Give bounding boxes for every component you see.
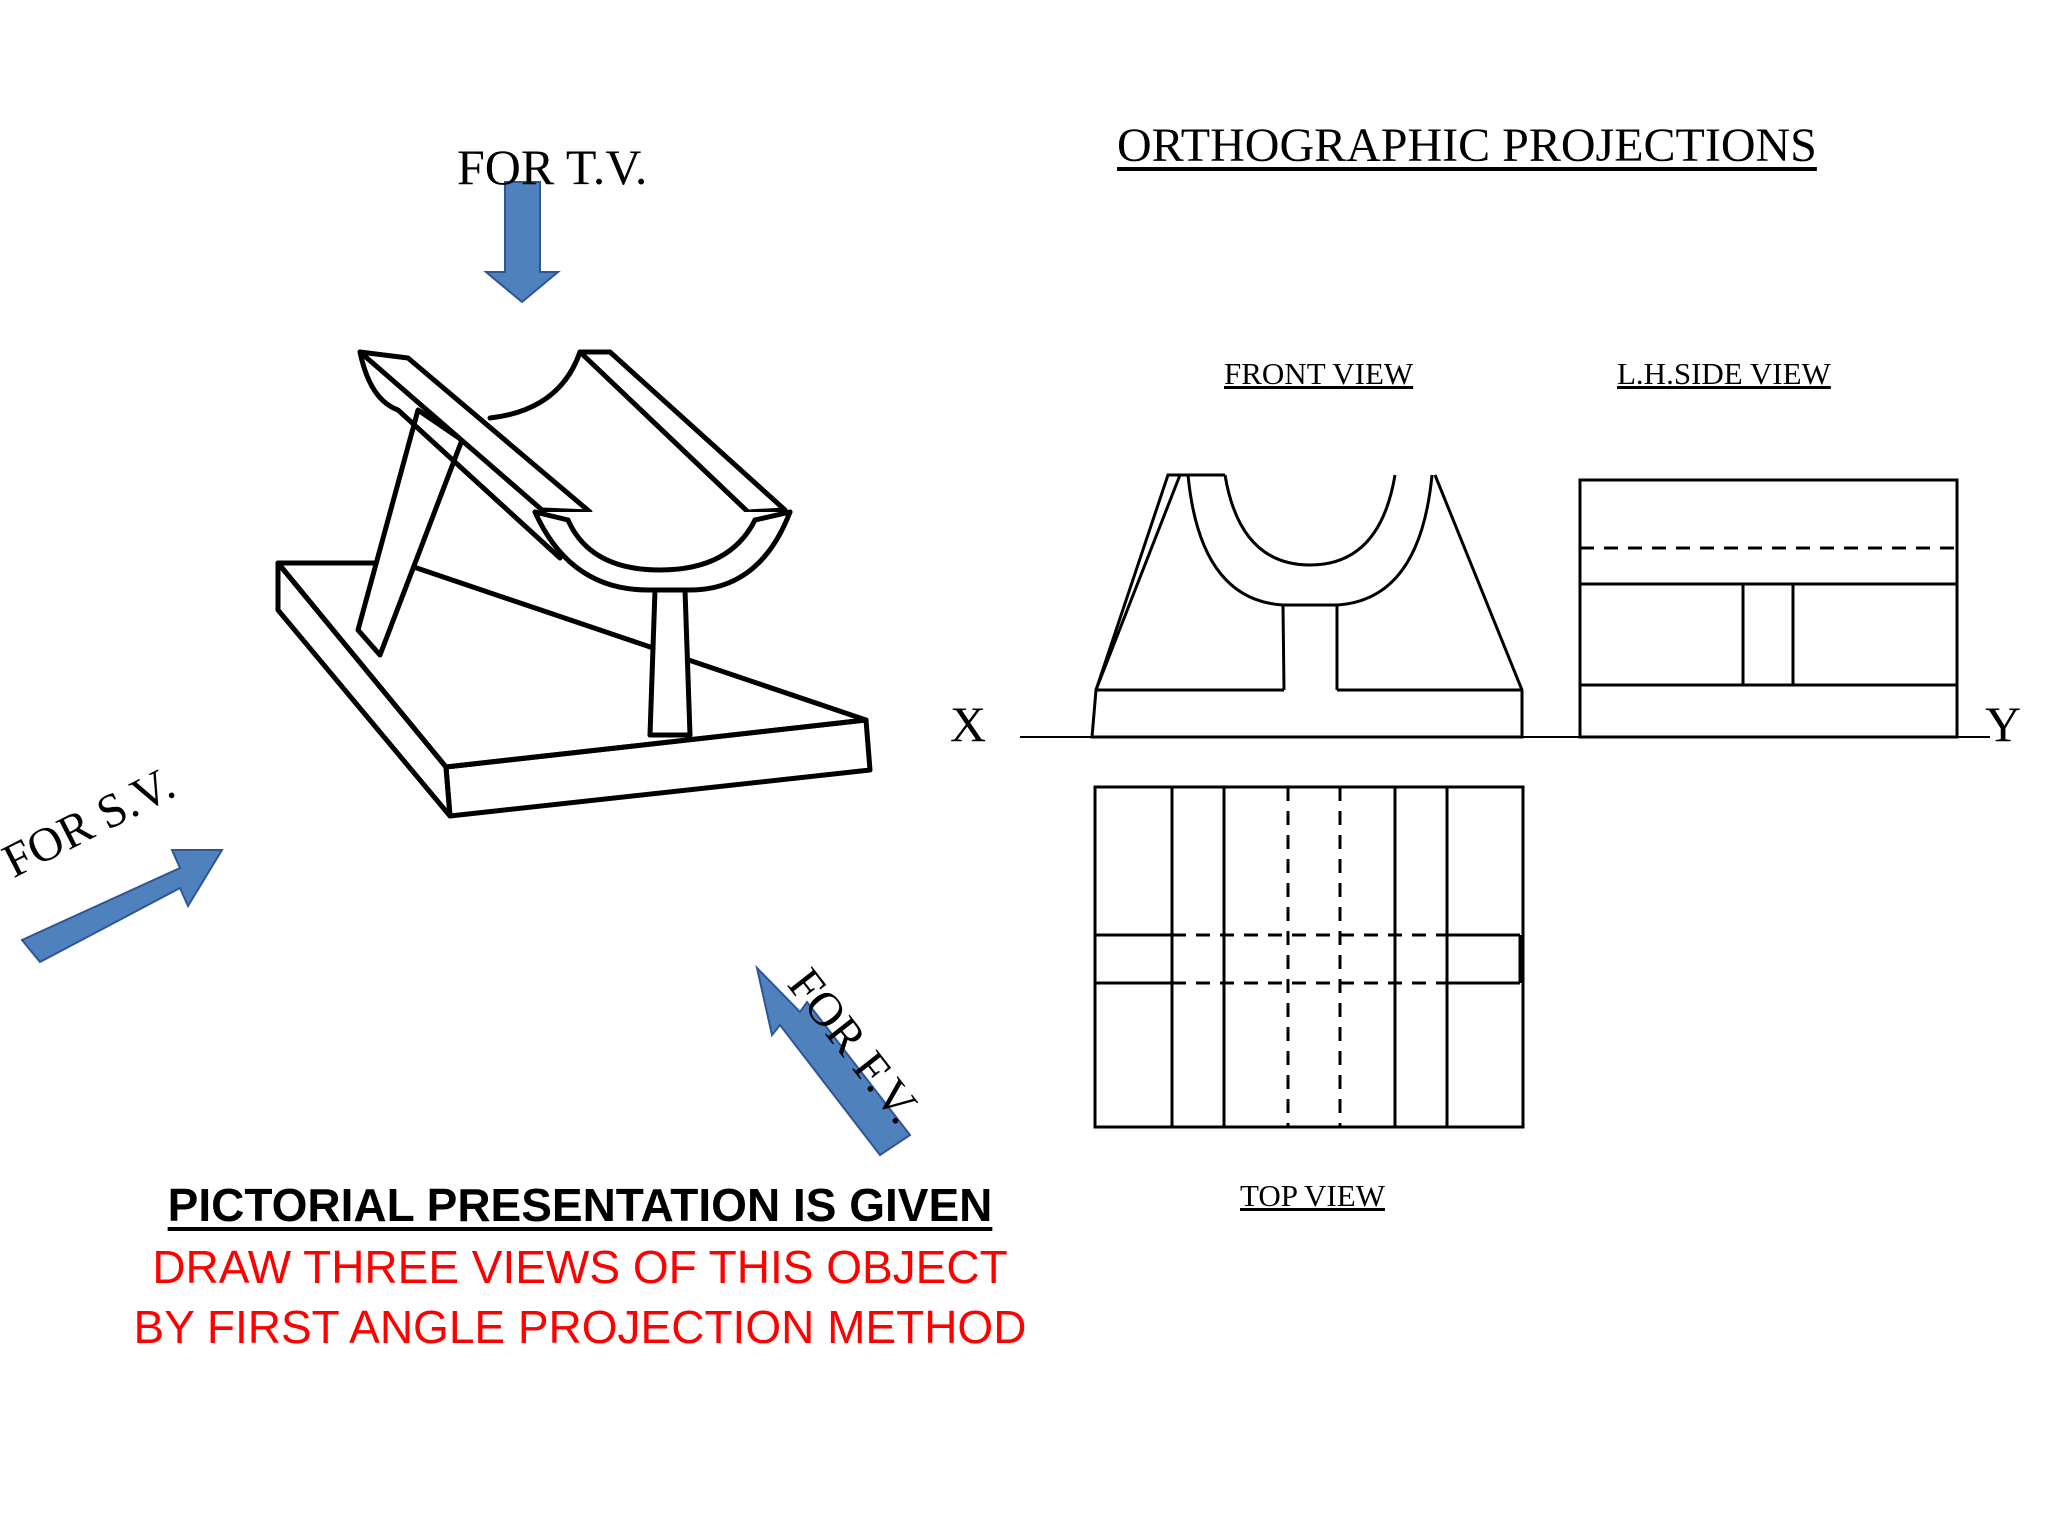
- top-view-drawing: [1093, 785, 1525, 1129]
- fv-web-left: [1281, 604, 1286, 691]
- y-reference-label: Y: [1985, 696, 2022, 752]
- fv-inner-arc: [1223, 474, 1397, 567]
- pictorial-object: [275, 349, 873, 819]
- cradle-edge-2: [752, 509, 793, 523]
- sv-outline: [1578, 478, 1959, 739]
- tv-direction-label: FOR T.V.: [457, 139, 648, 195]
- tv-outline: [1093, 785, 1525, 1129]
- side-view-label: L.H.SIDE VIEW: [1617, 356, 1831, 391]
- front-view-drawing: [1090, 473, 1524, 739]
- side-view-drawing: [1578, 478, 1959, 739]
- front-view-label: FRONT VIEW: [1224, 356, 1414, 391]
- sv-web: [1741, 582, 1795, 687]
- cradle-back-arc: [487, 349, 583, 421]
- fv-outline: [1094, 473, 1225, 691]
- cradle-edge: [532, 509, 571, 523]
- fv-outline-left: [1090, 474, 1524, 739]
- fv-arrow: [755, 964, 912, 1157]
- instruction-line-2: BY FIRST ANGLE PROJECTION METHOD: [133, 1301, 1027, 1353]
- direction-arrows: [20, 181, 912, 1157]
- orthographic-views: [1020, 473, 1990, 1129]
- left-rail-end: [357, 349, 563, 561]
- right-rail-top: [577, 349, 788, 515]
- x-reference-label: X: [950, 696, 987, 752]
- page-title: ORTHOGRAPHIC PROJECTIONS: [1117, 119, 1817, 172]
- base-plate-left: [275, 560, 453, 819]
- inclined-rib: [355, 407, 465, 658]
- cradle-front-inner: [565, 517, 758, 573]
- fv-outer-arc: [1186, 474, 1434, 607]
- tv-arrow: [483, 181, 561, 304]
- vertical-web: [647, 587, 693, 738]
- sv-arrow: [20, 849, 224, 964]
- cradle-front-outer: [532, 509, 793, 593]
- given-heading: PICTORIAL PRESENTATION IS GIVEN: [167, 1179, 993, 1231]
- instruction-line-1: DRAW THREE VIEWS OF THIS OBJECT: [152, 1241, 1008, 1293]
- top-view-label: TOP VIEW: [1240, 1178, 1385, 1213]
